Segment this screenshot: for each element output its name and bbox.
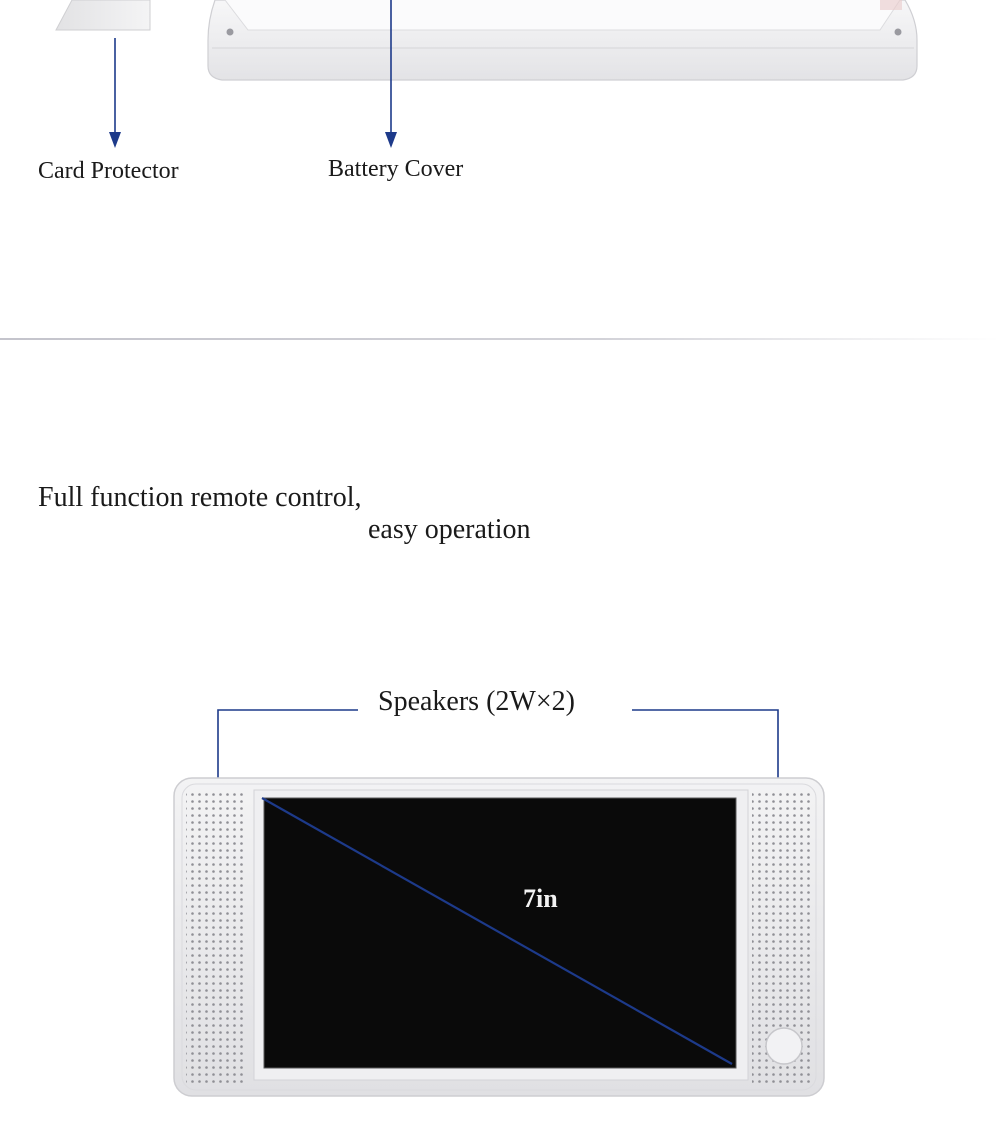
card-protector-arrow <box>109 38 121 148</box>
card-protector-label: Card Protector <box>38 158 179 184</box>
screen-size-label: 7in <box>523 884 558 913</box>
left-speaker-grille <box>186 792 244 1084</box>
speakers-label: Speakers (2W×2) <box>378 686 575 717</box>
section-divider <box>0 338 1000 340</box>
card-protector-part <box>55 0 151 31</box>
screen-diagonal-line <box>261 797 733 1065</box>
battery-cover-part <box>207 0 918 81</box>
battery-cover-arrow <box>385 0 397 148</box>
remote-feature-line2: easy operation <box>368 514 531 545</box>
power-button <box>765 1027 803 1065</box>
battery-cover-label: Battery Cover <box>328 156 464 182</box>
remote-feature-line1: Full function remote control, <box>38 482 362 513</box>
